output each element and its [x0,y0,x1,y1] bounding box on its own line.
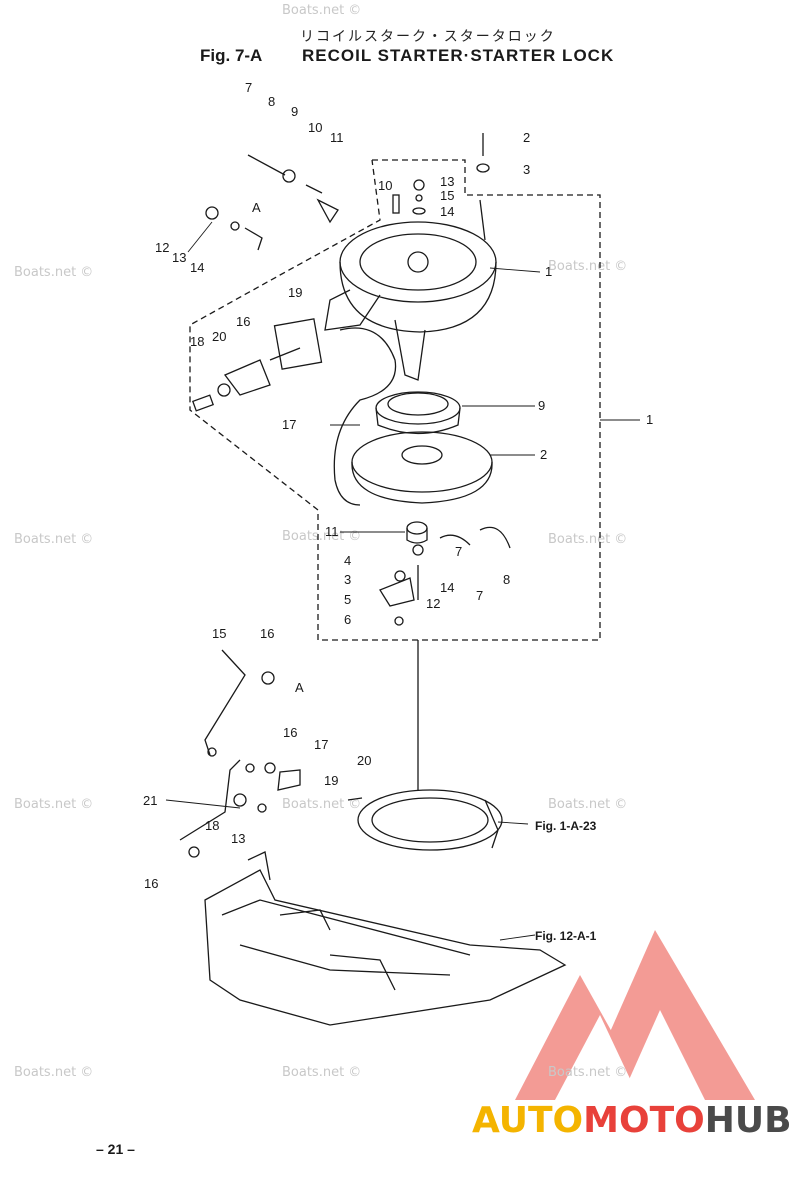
watermark: Boats.net © [282,3,361,18]
callout: 13 [172,250,186,265]
callout: 4 [344,553,351,568]
callout: 12 [155,240,169,255]
recoil-pulley [375,391,461,435]
callout: 8 [268,94,275,109]
callout: 15 [440,188,454,203]
callout: 16 [144,876,158,891]
callout: 7 [476,588,483,603]
page-title: RECOIL STARTER·STARTER LOCK [302,46,615,65]
callout: 17 [282,417,296,432]
reel-case [351,431,493,504]
callout: 10 [378,178,392,193]
watermark: Boats.net © [282,529,361,544]
callout: 14 [440,204,454,219]
fig-reference: Fig. 12-A-1 [535,929,597,943]
watermark: Boats.net © [548,797,627,812]
callout: 18 [190,334,204,349]
assembly-boundary [189,159,601,641]
callout: A [295,680,304,695]
callout: 13 [231,831,245,846]
callout: 19 [324,773,338,788]
watermark: Boats.net © [282,1065,361,1080]
watermark: Boats.net © [548,1065,627,1080]
callout: A [252,200,261,215]
callout: 1 [545,264,552,279]
callout: 17 [314,737,328,752]
mount-ring [347,789,503,851]
linkage-rods [179,649,301,858]
callout: 5 [344,592,351,607]
logo-text-hub: HUB [704,1100,792,1141]
callout: 13 [440,174,454,189]
callout: 1 [646,412,653,427]
callout: 20 [357,753,371,768]
watermark: Boats.net © [282,797,361,812]
callout: 10 [308,120,322,135]
page-number: – 21 – [96,1141,135,1157]
callout: 18 [205,818,219,833]
callout: 12 [426,596,440,611]
watermark: Boats.net © [548,259,627,274]
callout: 16 [236,314,250,329]
callout: 9 [538,398,545,413]
callout: 7 [455,544,462,559]
callout: 16 [283,725,297,740]
callout: 3 [523,162,530,177]
brand-logo: AUTOMOTOHUB [472,1100,792,1141]
ratchet-parts [379,521,511,626]
starter-lock-parts [191,318,323,412]
callout: 20 [212,329,226,344]
starter-rope [333,327,397,506]
callout: 11 [325,524,339,539]
watermark: Boats.net © [14,1065,93,1080]
logo-text-moto: MOTO [583,1100,705,1141]
leader-lines [165,221,640,941]
callout: 6 [344,612,351,627]
callout: 16 [260,626,274,641]
figure-number: Fig. 7-A [200,46,263,65]
watermark: Boats.net © [14,265,93,280]
japanese-title: リコイルスターク・スタータロック [300,29,556,45]
callout: 21 [143,793,157,808]
starter-cover [324,199,497,381]
callout: 14 [190,260,204,275]
callout: 2 [540,447,547,462]
callout: 14 [440,580,454,595]
callout: 15 [212,626,226,641]
callout: 7 [245,80,252,95]
logo-text-auto: AUTO [472,1100,584,1141]
logo-mark [515,930,755,1100]
watermark: Boats.net © [14,532,93,547]
watermark: Boats.net © [14,797,93,812]
callout: 2 [523,130,530,145]
upper-fasteners [205,133,490,251]
watermark: Boats.net © [548,532,627,547]
callout-labels: 7 8 9 10 11 2 3 13 15 14 10 12 13 14 A 1… [143,80,653,943]
callout: 11 [330,130,344,145]
callout: 8 [503,572,510,587]
callout: 9 [291,104,298,119]
fig-reference: Fig. 1-A-23 [535,819,597,833]
callout: 3 [344,572,351,587]
bottom-cowl [204,851,567,1026]
callout: 19 [288,285,302,300]
